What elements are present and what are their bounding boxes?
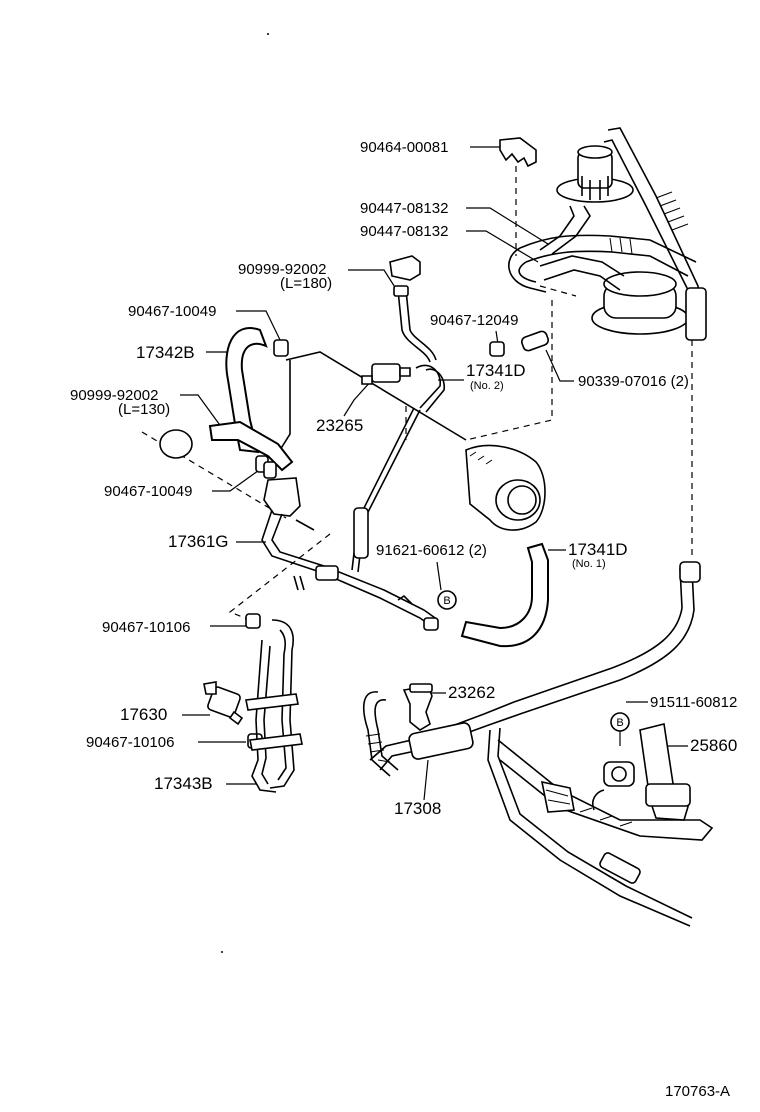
hose-17342B	[225, 327, 268, 454]
label-90467-10049-a: 90467-10049	[128, 303, 216, 320]
label-90467-10106-b: 90467-10106	[86, 734, 174, 751]
label-17341D-no2: 17341D	[466, 361, 526, 380]
hose-90999-92002-l180	[389, 255, 437, 363]
b-marker-1: B	[443, 595, 450, 607]
pipe-assembly-17361G	[261, 477, 439, 631]
label-90999-92002-b-length: (L=130)	[118, 401, 170, 418]
label-90467-12049: 90467-12049	[430, 312, 518, 329]
label-90447-08132-b: 90447-08132	[360, 223, 448, 240]
label-17341D-no1-sub: (No. 1)	[572, 558, 606, 570]
label-91621-60612: 91621-60612 (2)	[376, 542, 487, 559]
clips-90467	[245, 330, 550, 749]
b-marker-2: B	[616, 717, 623, 729]
charcoal-canister-assembly	[508, 127, 707, 341]
hose-17341D-no1	[460, 542, 549, 648]
hoses-17343B	[245, 619, 303, 793]
hose-17341D-no2	[351, 364, 446, 573]
b-markers: B B	[437, 590, 630, 732]
label-90999-92002-a-length: (L=180)	[280, 275, 332, 292]
vsv-23265	[361, 363, 411, 385]
leader-lines	[180, 146, 688, 801]
b-marker-1-circle	[437, 590, 457, 610]
label-90464-00081: 90464-00081	[360, 139, 448, 156]
hose-90999-92002-l130	[159, 420, 294, 472]
label-25860: 25860	[690, 736, 737, 755]
vsv-bracket-25860	[497, 723, 714, 841]
label-90467-10049-b: 90467-10049	[104, 483, 192, 500]
label-17343B: 17343B	[154, 774, 213, 793]
label-17630: 17630	[120, 705, 167, 724]
part-labels: 90464-00081 90447-08132 90447-08132 9099…	[70, 139, 737, 1100]
label-17341D-no2-sub: (No. 2)	[470, 380, 504, 392]
clip-90464-00081	[499, 137, 537, 168]
label-90999-92002-b: 90999-92002	[70, 387, 158, 404]
b-marker-2-circle	[610, 712, 630, 732]
label-17342B: 17342B	[136, 343, 195, 362]
label-23265: 23265	[316, 416, 363, 435]
fuel-pipe-17308	[362, 561, 701, 927]
engine-throttle-body	[279, 351, 546, 531]
label-90999-92002-a: 90999-92002	[238, 261, 326, 278]
label-90447-08132-a: 90447-08132	[360, 200, 448, 217]
label-17361G: 17361G	[168, 532, 229, 551]
vsv-17630	[203, 681, 244, 726]
label-17341D-no1: 17341D	[568, 540, 628, 559]
diagram-id: 170763-A	[665, 1083, 730, 1100]
label-91511-60812: 91511-60812	[650, 694, 737, 711]
label-23262: 23262	[448, 683, 495, 702]
label-90467-10106-a: 90467-10106	[102, 619, 190, 636]
label-90339-07016: 90339-07016 (2)	[578, 373, 689, 390]
sensor-23262	[402, 683, 433, 731]
label-17308: 17308	[394, 799, 441, 818]
